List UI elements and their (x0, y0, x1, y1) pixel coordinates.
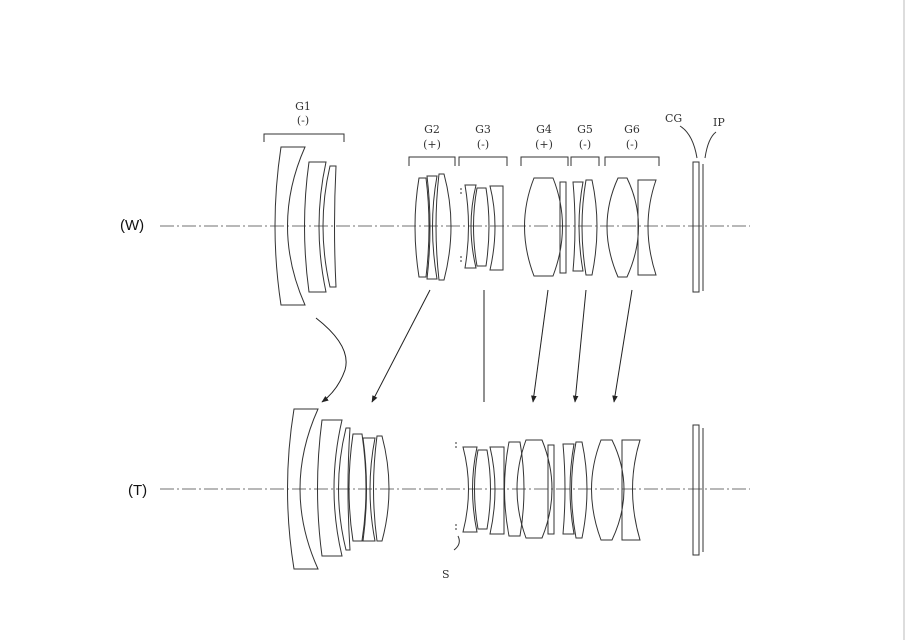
g4-move-arrow (531, 289, 549, 403)
g1-power: (-) (297, 114, 309, 127)
g1-bracket (263, 133, 345, 142)
g4-name: G4 (536, 123, 552, 136)
g4-bracket (520, 156, 569, 166)
g2-name: G2 (424, 123, 440, 136)
g5-lenses-tele (562, 441, 588, 539)
g2-lenses-wide (414, 173, 452, 281)
g6-lenses-tele (591, 439, 641, 541)
wide-position-label: (W) (120, 217, 144, 234)
g6-bracket (604, 156, 660, 166)
g6-power: (-) (626, 138, 638, 151)
g5-lenses-wide (572, 179, 598, 276)
g4-lenses-tele (504, 439, 555, 539)
g5-power: (-) (579, 138, 591, 151)
stop-leader (453, 535, 460, 551)
g3-lenses-tele (455, 442, 505, 535)
ip-label: IP (713, 116, 725, 129)
g3-power: (-) (477, 138, 489, 151)
g5-name: G5 (577, 123, 593, 136)
g2-move-arrow (371, 289, 431, 403)
g2-lenses-tele (348, 433, 390, 542)
g1-name: G1 (295, 100, 311, 113)
cg-label: CG (665, 112, 682, 125)
tele-position-label: (T) (128, 482, 147, 499)
g2-power: (+) (423, 138, 441, 151)
g6-name: G6 (624, 123, 640, 136)
g3-name: G3 (475, 123, 491, 136)
g5-move-arrow (572, 289, 587, 403)
g1-lenses-tele (287, 408, 351, 570)
cover-glass-wide (692, 161, 704, 293)
g2-bracket (408, 156, 456, 166)
g3-bracket (458, 156, 508, 166)
g6-move-arrow (612, 289, 633, 403)
g5-bracket (570, 156, 600, 166)
stop-label: S (442, 568, 450, 581)
g4-lenses-wide (524, 177, 567, 277)
g6-lenses-wide (606, 177, 657, 278)
g4-power: (+) (535, 138, 553, 151)
cover-glass-tele (692, 424, 704, 556)
g1-move-arrow (315, 317, 347, 403)
g3-lenses-wide (460, 184, 504, 271)
cg-leader (679, 125, 698, 159)
g1-lenses-wide (274, 146, 337, 306)
ip-leader (704, 131, 717, 159)
